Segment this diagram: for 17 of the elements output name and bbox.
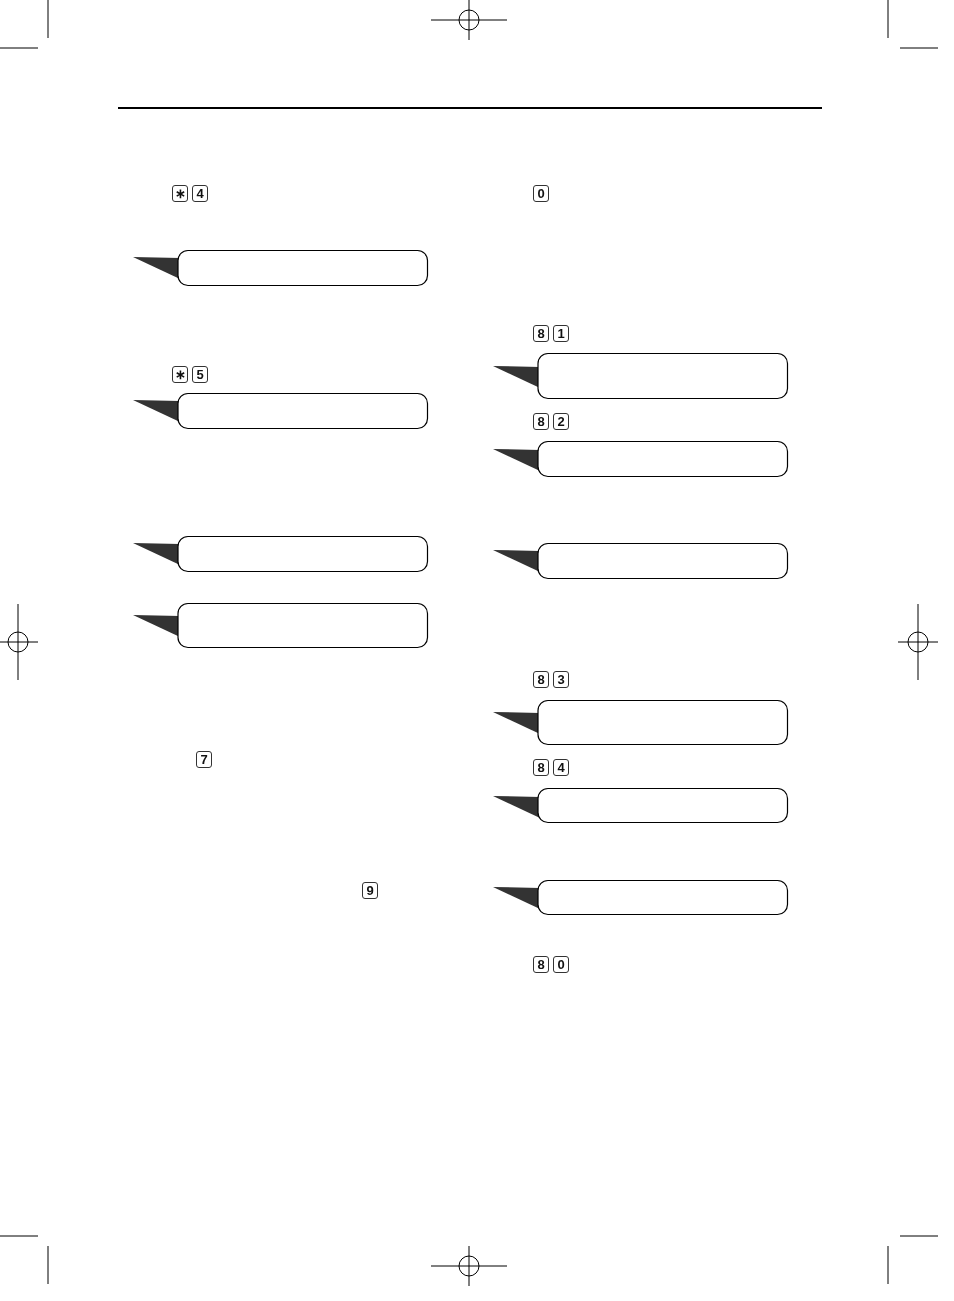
key-cap: 2 <box>553 413 569 430</box>
key-cap: 8 <box>533 325 549 342</box>
key-cap: 1 <box>553 325 569 342</box>
key-cap: ∗ <box>172 366 188 383</box>
key-cap: 9 <box>362 882 378 899</box>
key-cap: 8 <box>533 759 549 776</box>
key-cap: 3 <box>553 671 569 688</box>
key-cap: 8 <box>533 956 549 973</box>
key-cap: 8 <box>533 671 549 688</box>
key-cap: 5 <box>192 366 208 383</box>
key-cap: 7 <box>196 751 212 768</box>
key-cap: 0 <box>533 185 549 202</box>
key-cap: ∗ <box>172 185 188 202</box>
key-cap: 4 <box>553 759 569 776</box>
key-cap: 4 <box>192 185 208 202</box>
key-cap: 0 <box>553 956 569 973</box>
key-cap: 8 <box>533 413 549 430</box>
